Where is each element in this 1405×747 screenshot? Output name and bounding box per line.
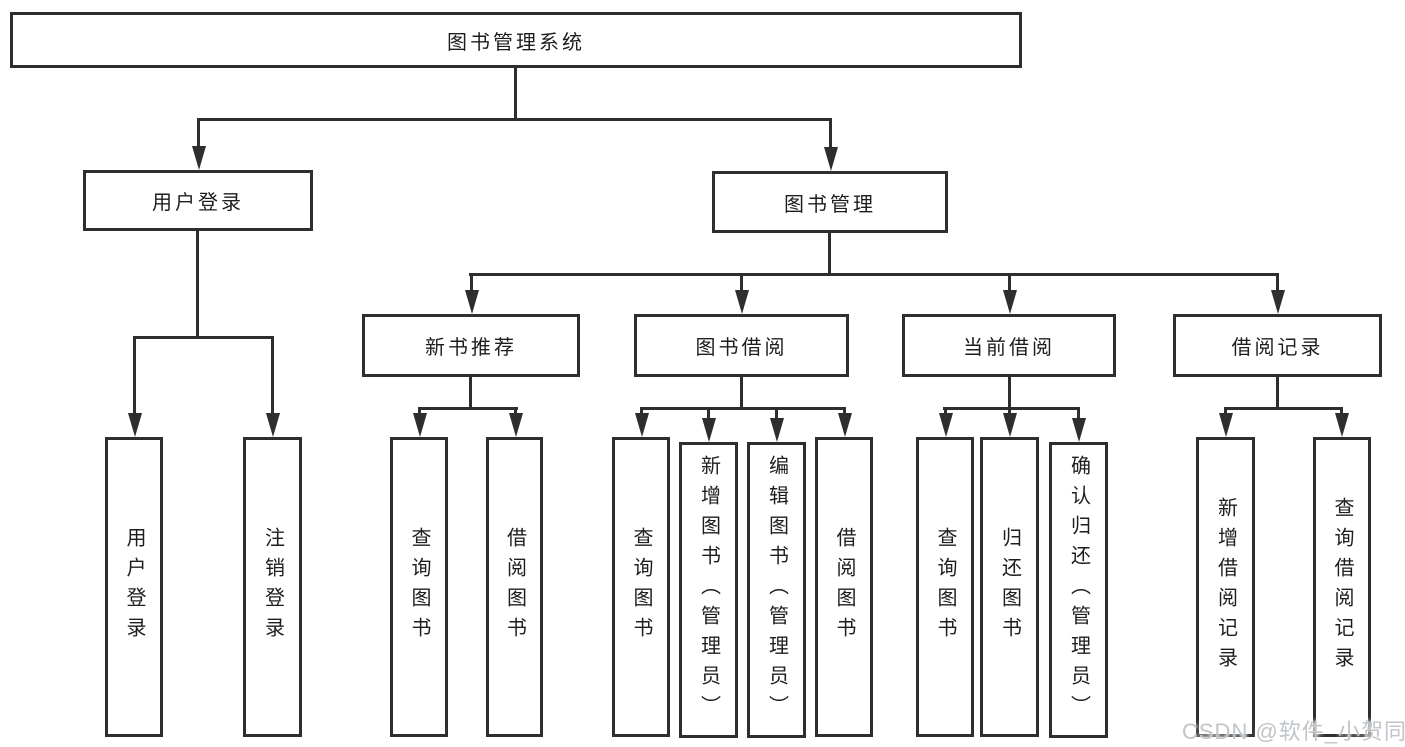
leaf-user-login-label: 用户登录 (123, 527, 145, 647)
connector-line (133, 336, 274, 339)
leaf-query-books-borrow-label: 查询图书 (630, 527, 652, 647)
leaf-query-borrow-record: 查询借阅记录 (1313, 437, 1371, 737)
leaf-query-books-current-label: 查询图书 (934, 527, 956, 647)
connector-arrow (265, 336, 280, 437)
connector-arrow (412, 407, 427, 437)
node-user-login-label: 用户登录 (152, 192, 244, 214)
node-root: 图书管理系统 (10, 12, 1022, 68)
leaf-return-books-label: 归还图书 (998, 527, 1021, 647)
node-book-borrow: 图书借阅 (634, 314, 849, 377)
leaf-confirm-return-admin: 确认归还（管理员） (1049, 442, 1108, 738)
leaf-user-login: 用户登录 (105, 437, 163, 737)
node-current-borrow: 当前借阅 (902, 314, 1116, 377)
leaf-logout-label: 注销登录 (261, 527, 284, 647)
leaf-query-books-current: 查询图书 (916, 437, 974, 737)
node-borrow-records-label: 借阅记录 (1231, 337, 1324, 359)
leaf-edit-books-admin: 编辑图书（管理员） (747, 442, 806, 738)
connector-line (1276, 377, 1279, 410)
connector-arrow (634, 407, 649, 437)
leaf-query-books-borrow: 查询图书 (612, 437, 670, 737)
connector-line (1008, 377, 1011, 410)
connector-arrow (508, 407, 523, 437)
connector-arrow (769, 407, 784, 442)
connector-arrow (1334, 407, 1349, 437)
connector-arrow (127, 336, 142, 437)
leaf-query-books-recommend: 查询图书 (390, 437, 448, 737)
connector-line (196, 231, 199, 339)
node-book-borrow-label: 图书借阅 (695, 337, 788, 359)
connector-line (418, 407, 518, 410)
connector-line (640, 407, 846, 410)
node-new-book-recommend: 新书推荐 (362, 314, 580, 377)
connector-arrow (938, 407, 953, 437)
connector-arrow (464, 273, 479, 314)
connector-line (1224, 407, 1343, 410)
connector-arrow (701, 407, 716, 442)
connector-arrow (191, 118, 206, 170)
leaf-add-books-admin-label: 新增图书（管理员） (697, 455, 720, 725)
connector-arrow (1002, 273, 1017, 314)
connector-arrow (734, 273, 749, 314)
connector-line (828, 233, 831, 276)
leaf-borrow-books-recommend: 借阅图书 (486, 437, 543, 737)
leaf-add-books-admin: 新增图书（管理员） (679, 442, 738, 738)
leaf-borrow-books-borrow: 借阅图书 (815, 437, 873, 737)
connector-line (197, 118, 831, 121)
connector-line (740, 377, 743, 410)
leaf-query-borrow-record-label: 查询借阅记录 (1331, 497, 1353, 677)
connector-line (514, 68, 517, 121)
node-root-label: 图书管理系统 (447, 31, 585, 54)
leaf-add-borrow-record-label: 新增借阅记录 (1214, 497, 1237, 677)
connector-line (943, 407, 1080, 410)
connector-line (469, 377, 472, 410)
leaf-logout: 注销登录 (243, 437, 302, 737)
connector-arrow (1071, 407, 1086, 442)
connector-arrow (823, 118, 838, 171)
connector-line (469, 273, 1278, 276)
connector-arrow (1270, 273, 1285, 314)
watermark: CSDN @软件_小贺同学 (1182, 719, 1405, 744)
node-book-management: 图书管理 (712, 171, 948, 233)
node-book-management-label: 图书管理 (784, 193, 876, 216)
connector-arrow (1218, 407, 1233, 437)
node-borrow-records: 借阅记录 (1173, 314, 1382, 377)
node-new-book-recommend-label: 新书推荐 (425, 337, 517, 359)
leaf-borrow-books-recommend-label: 借阅图书 (503, 527, 526, 647)
node-current-borrow-label: 当前借阅 (963, 337, 1055, 359)
connector-arrow (837, 407, 852, 437)
node-user-login: 用户登录 (83, 170, 313, 231)
connector-arrow (1002, 407, 1017, 437)
leaf-return-books: 归还图书 (980, 437, 1039, 737)
leaf-add-borrow-record: 新增借阅记录 (1196, 437, 1255, 737)
leaf-confirm-return-admin-label: 确认归还（管理员） (1067, 455, 1090, 725)
leaf-query-books-recommend-label: 查询图书 (408, 527, 430, 647)
leaf-edit-books-admin-label: 编辑图书（管理员） (765, 455, 788, 725)
leaf-borrow-books-borrow-label: 借阅图书 (833, 527, 855, 647)
